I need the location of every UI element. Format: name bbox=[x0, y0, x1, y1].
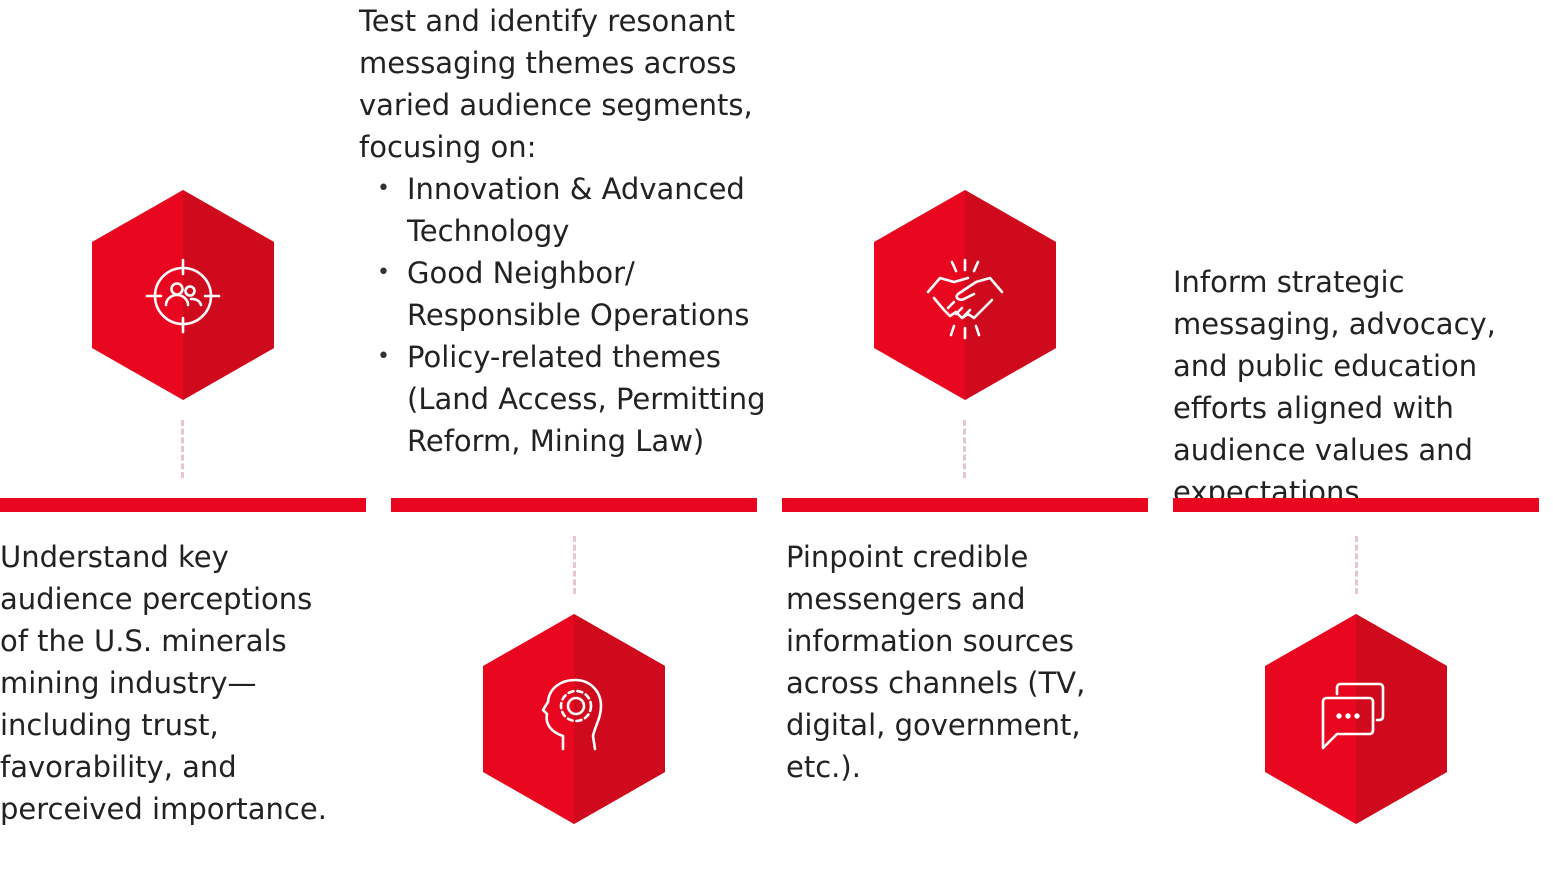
bullet-item: Good Neighbor/ Responsible Operations bbox=[359, 252, 769, 336]
hexagon-step-1 bbox=[92, 190, 274, 400]
bullet-item: Policy-related themes (Land Access, Perm… bbox=[359, 336, 769, 462]
timeline-bar-step-4 bbox=[1173, 498, 1539, 512]
step-4-description: Inform strategic messaging, advocacy, an… bbox=[1173, 265, 1496, 509]
chat-bubbles-icon bbox=[1321, 682, 1385, 750]
step-2-bullet-list: Innovation & Advanced Technology Good Ne… bbox=[359, 168, 769, 462]
timeline-bar-step-1 bbox=[0, 498, 366, 512]
timeline-bar-step-2 bbox=[391, 498, 757, 512]
step-3-description: Pinpoint credible messengers and informa… bbox=[786, 540, 1086, 784]
handshake-icon bbox=[926, 258, 1004, 340]
connector-step-2 bbox=[573, 536, 576, 594]
hexagon-step-2 bbox=[483, 614, 665, 824]
connector-step-3 bbox=[963, 420, 966, 478]
connector-step-1 bbox=[181, 420, 184, 478]
head-gear-icon bbox=[541, 678, 603, 751]
step-1-description: Understand key audience perceptions of t… bbox=[0, 540, 327, 826]
connector-step-4 bbox=[1355, 536, 1358, 594]
timeline-bar-step-3 bbox=[782, 498, 1148, 512]
target-audience-icon bbox=[145, 258, 221, 334]
step-2-intro: Test and identify resonant messaging the… bbox=[359, 4, 753, 164]
hexagon-step-4 bbox=[1265, 614, 1447, 824]
hexagon-step-3 bbox=[874, 190, 1056, 400]
bullet-item: Innovation & Advanced Technology bbox=[359, 168, 769, 252]
step-2-description: Test and identify resonant messaging the… bbox=[359, 0, 769, 462]
